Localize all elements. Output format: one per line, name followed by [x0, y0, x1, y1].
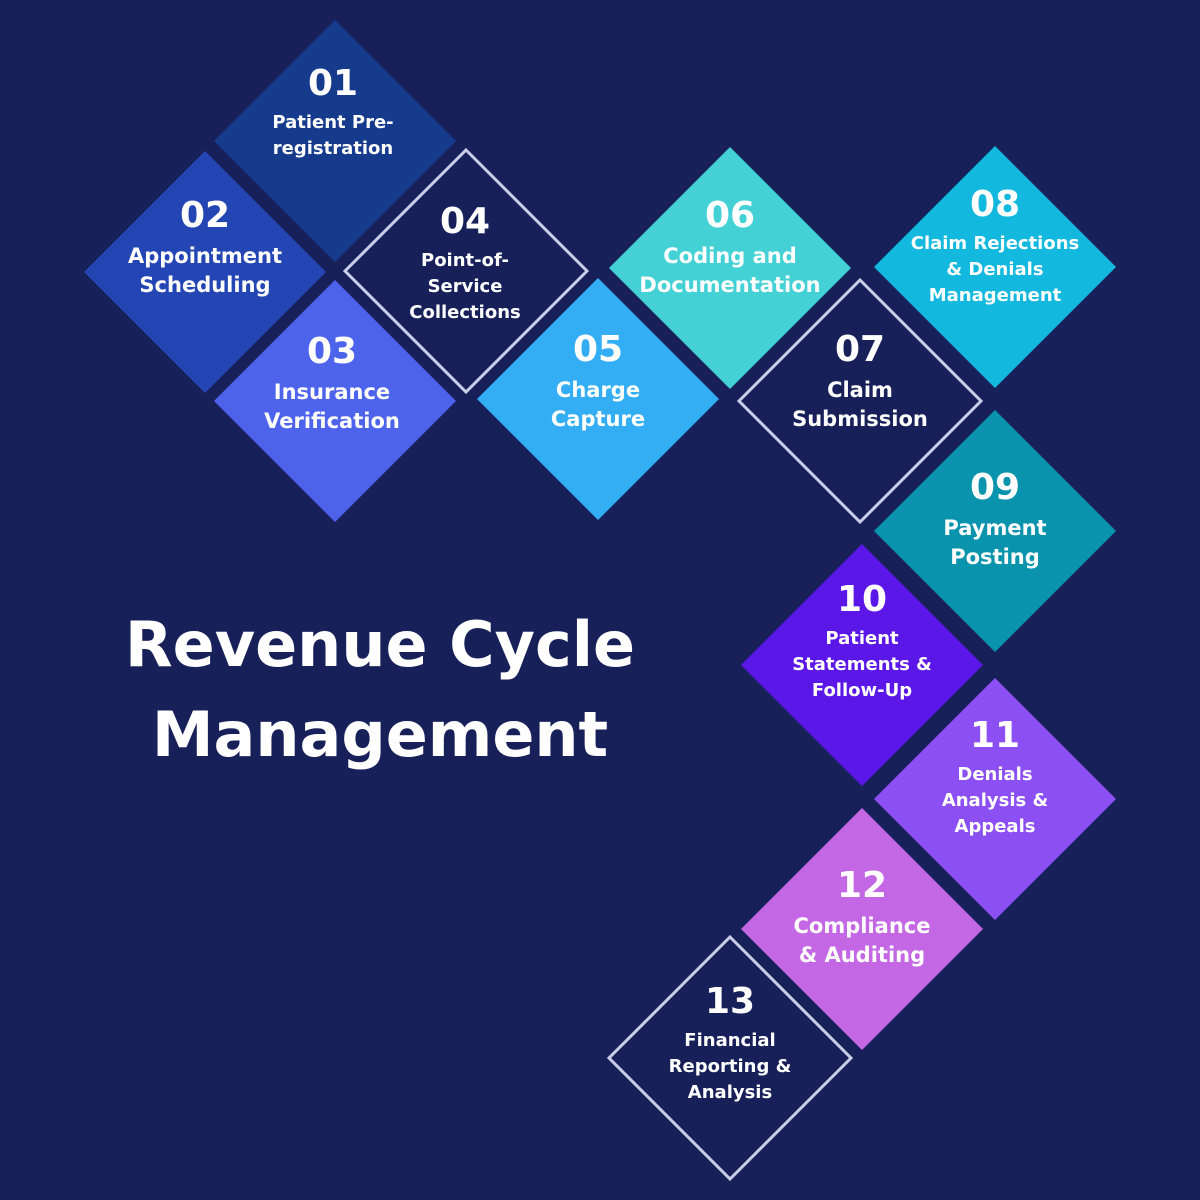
step-diamond-08 [874, 146, 1116, 388]
step-diamond-09 [874, 410, 1116, 652]
step-number: 08 [969, 184, 1021, 225]
step-diamond-02 [84, 151, 326, 393]
step-label: Claim Submission [792, 378, 928, 431]
step-label: Patient Statements & Follow-Up [792, 628, 932, 701]
step-number: 11 [969, 715, 1021, 756]
step-label: Payment Posting [943, 516, 1047, 569]
step-number: 07 [834, 329, 886, 370]
step-diamond-10 [741, 544, 983, 786]
step-number: 06 [704, 195, 756, 236]
step-diamond-13 [606, 934, 854, 1182]
step-label: Insurance Verification [264, 380, 400, 433]
step-diamond-04 [342, 147, 590, 395]
step-label: Patient Pre- registration [272, 112, 394, 159]
step-label: Appointment Scheduling [127, 244, 283, 297]
step-diamond-03 [214, 280, 456, 522]
step-number: 03 [306, 331, 358, 372]
step-number: 01 [307, 63, 359, 104]
step-diamond-11 [874, 678, 1116, 920]
step-number: 02 [179, 195, 231, 236]
step-label: Compliance & Auditing [793, 914, 931, 967]
step-label: Claim Rejections & Denials Management [910, 233, 1080, 306]
step-number: 05 [572, 329, 624, 370]
step-diamond-12 [741, 808, 983, 1050]
page-title: Revenue Cycle Management [124, 608, 636, 771]
step-number: 09 [969, 467, 1021, 508]
step-diamond-05 [477, 278, 719, 520]
step-diamond-07 [736, 277, 984, 525]
step-number: 10 [836, 579, 888, 620]
step-number: 04 [439, 201, 491, 242]
step-diamond-06 [609, 147, 851, 389]
step-label: Point-of- Service Collections [409, 250, 521, 323]
step-label: Financial Reporting & Analysis [668, 1030, 792, 1103]
step-diamond-01 [214, 20, 456, 262]
step-label: Coding and Documentation [639, 244, 821, 297]
step-number: 13 [704, 981, 756, 1022]
step-number: 12 [836, 865, 888, 906]
step-label: Denials Analysis & Appeals [941, 764, 1049, 837]
step-label: Charge Capture [550, 378, 646, 431]
